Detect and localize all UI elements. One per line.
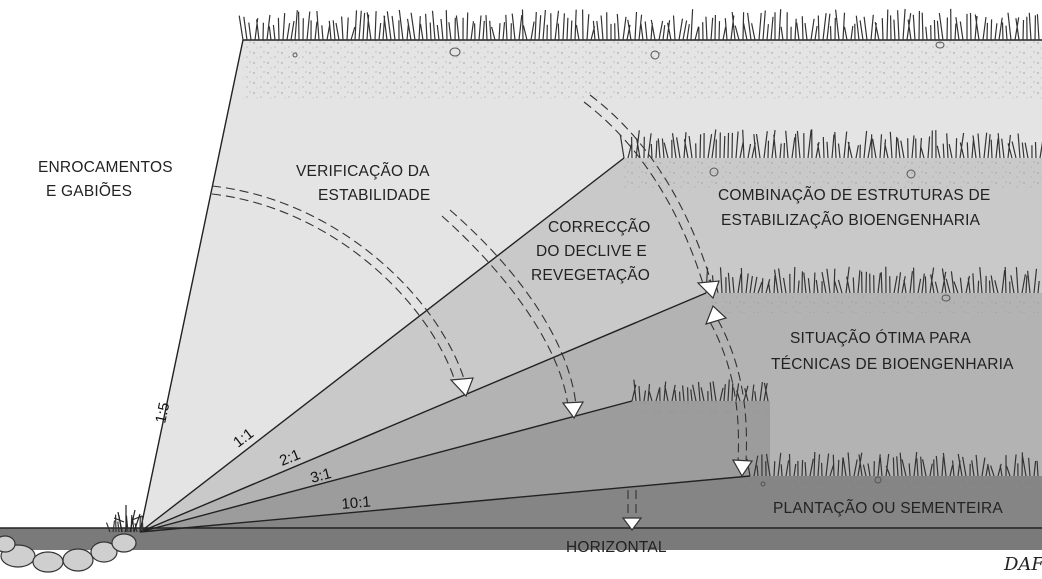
arrow-enrocamentos: [211, 185, 466, 383]
grass-10-1: [746, 451, 1039, 477]
soil-1-1: [624, 158, 1042, 188]
line-3-1: [139, 400, 633, 533]
arrowhead-enrocamentos: [449, 377, 474, 398]
ratio-1-5: 1:5: [152, 401, 173, 425]
grass-1-1: [619, 129, 1042, 159]
grass-2-1: [705, 266, 1040, 294]
soil-top: [243, 40, 1042, 100]
line-1-1: [139, 157, 625, 533]
arrowheads: [449, 280, 754, 531]
pebbles: [0, 533, 137, 573]
label-horizontal: HORIZONTAL: [566, 539, 667, 556]
label-verificacao: VERIFICAÇÃO DA: [296, 163, 430, 180]
arrowhead-situacao-up: [704, 304, 728, 325]
soil-stones: [292, 41, 951, 487]
zone-10-1: [140, 476, 1042, 532]
arrowhead-horizontal: [621, 517, 643, 531]
label-enrocamentos-2: E GABIÕES: [46, 183, 132, 200]
line-2-1: [139, 292, 707, 533]
arrow-verificacao: [449, 209, 577, 406]
plant-tuft-icon: [113, 505, 143, 533]
arrowhead-verificacao: [561, 401, 585, 420]
line-1-5: [139, 39, 244, 533]
label-situacao-2: TÉCNICAS DE BIOENGENHARIA: [771, 356, 1014, 373]
soil-10-1: [750, 476, 1042, 488]
ratio-3-1: 3:1: [309, 465, 334, 487]
label-correccao-2: DO DECLIVE E: [536, 243, 647, 260]
label-enrocamentos: ENROCAMENTOS: [38, 159, 173, 176]
grass-3-1: [631, 379, 769, 402]
label-correccao: CORRECÇÃO: [548, 219, 651, 236]
arrow-correccao: [589, 94, 713, 286]
ratio-10-1: 10:1: [341, 494, 372, 513]
arrow-situacao: [717, 319, 748, 463]
arrows: [211, 94, 748, 520]
ground-band: [0, 528, 1042, 550]
label-combinacao: COMBINAÇÃO DE ESTRUTURAS DE: [718, 187, 990, 204]
label-plantacao: PLANTAÇÃO OU SEMENTEIRA: [773, 500, 1003, 517]
grass-top: [238, 8, 1040, 41]
line-10-1: [139, 475, 751, 533]
label-verificacao-2: ESTABILIDADE: [318, 187, 430, 204]
label-combinacao-2: ESTABILIZAÇÃO BIOENGENHARIA: [721, 212, 981, 229]
arrowhead-situacao: [731, 459, 754, 478]
grass-strips: [105, 8, 1042, 533]
soil-2-1: [706, 293, 1042, 313]
soil-3-1: [632, 401, 770, 415]
ratio-2-1: 2:1: [277, 446, 303, 470]
artist-signature: DAF: [1003, 554, 1042, 575]
arrowhead-correccao: [696, 280, 720, 300]
label-correccao-3: REVEGETAÇÃO: [531, 267, 650, 284]
label-situacao: SITUAÇÃO ÓTIMA PARA: [790, 330, 971, 347]
